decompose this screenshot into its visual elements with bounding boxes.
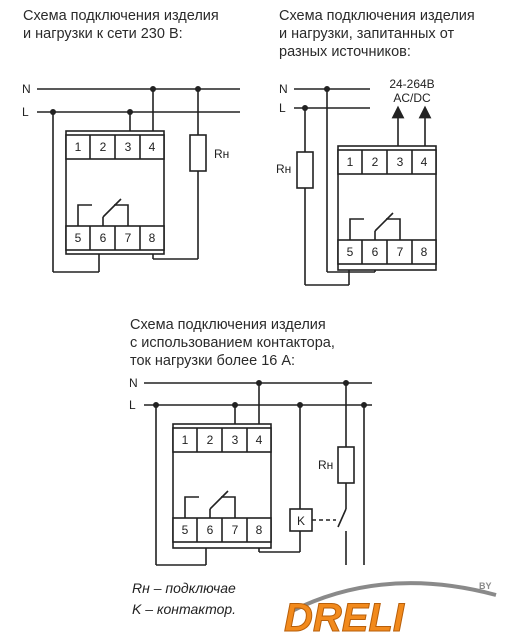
terminal-6: 6 xyxy=(372,245,379,259)
caption-diagram-1: Схема подключения изделия и нагрузки к с… xyxy=(23,7,219,43)
terminal-1: 1 xyxy=(75,140,82,154)
diagram-3: N L K Rн 1 2 3 4 xyxy=(129,376,372,566)
terminal-3: 3 xyxy=(397,155,404,169)
terminal-8: 8 xyxy=(256,523,263,537)
terminal-5: 5 xyxy=(75,231,82,245)
terminal-1: 1 xyxy=(347,155,354,169)
legend-k: K – контактор. xyxy=(132,601,237,617)
diagram-1: N L Rн 1 2 3 4 5 6 7 8 xyxy=(22,82,240,273)
resistor-rn-3 xyxy=(337,446,355,484)
caption-2-line-2: и нагрузки, запитанных от xyxy=(279,26,455,42)
caption-diagram-2: Схема подключения изделия и нагрузки, за… xyxy=(279,7,475,61)
terminal-2: 2 xyxy=(100,140,107,154)
label-n-2: N xyxy=(279,82,288,96)
caption-3-line-1: Схема подключения изделия xyxy=(130,317,326,333)
caption-3-line-3: ток нагрузки более 16 А: xyxy=(130,353,296,369)
label-l-2: L xyxy=(279,101,286,115)
logo-by: BY xyxy=(479,581,492,591)
terminal-5: 5 xyxy=(347,245,354,259)
caption-3-line-2: с использованием контактора, xyxy=(130,335,335,351)
terminal-3: 3 xyxy=(125,140,132,154)
label-n-3: N xyxy=(129,376,138,390)
caption-diagram-3: Схема подключения изделия с использовани… xyxy=(130,316,335,370)
terminal-5: 5 xyxy=(182,523,189,537)
caption-1-line-1: Схема подключения изделия xyxy=(23,8,219,24)
logo-swoosh xyxy=(291,581,497,613)
supply-voltage-label: 24-264В xyxy=(389,77,434,91)
label-rn-1: Rн xyxy=(214,147,229,161)
terminal-7: 7 xyxy=(397,245,404,259)
terminal-7: 7 xyxy=(232,523,239,537)
relay-contact-1 xyxy=(77,198,129,226)
relay-contact-2 xyxy=(349,212,401,240)
terminal-3: 3 xyxy=(232,433,239,447)
terminal-7: 7 xyxy=(125,231,132,245)
label-k: K xyxy=(297,514,305,528)
label-rn-2: Rн xyxy=(276,162,291,176)
terminal-2: 2 xyxy=(372,155,379,169)
caption-1-line-2: и нагрузки к сети 230 В: xyxy=(23,26,183,42)
contactor-contact xyxy=(337,508,347,528)
legend-rn: Rн – подключае xyxy=(132,580,236,596)
caption-2-line-1: Схема подключения изделия xyxy=(279,8,475,24)
terminal-1: 1 xyxy=(182,433,189,447)
diagram-2: N L 24-264В AC/DC Rн 1 2 3 4 5 6 7 8 xyxy=(276,77,437,286)
label-l-1: L xyxy=(22,105,29,119)
terminal-8: 8 xyxy=(421,245,428,259)
label-l-3: L xyxy=(129,398,136,412)
terminal-4: 4 xyxy=(421,155,428,169)
dreli-logo: BY DRELI xyxy=(284,581,497,637)
terminal-4: 4 xyxy=(256,433,263,447)
label-rn-3: Rн xyxy=(318,458,333,472)
label-n-1: N xyxy=(22,82,31,96)
relay-contact-3 xyxy=(184,490,236,518)
terminal-8: 8 xyxy=(149,231,156,245)
caption-2-line-3: разных источников: xyxy=(279,44,411,60)
logo-text: DRELI xyxy=(284,596,405,637)
terminal-6: 6 xyxy=(100,231,107,245)
terminal-6: 6 xyxy=(207,523,214,537)
resistor-rn-1 xyxy=(189,134,207,172)
terminal-2: 2 xyxy=(207,433,214,447)
terminal-4: 4 xyxy=(149,140,156,154)
resistor-rn-2 xyxy=(296,151,314,189)
supply-type-label: AC/DC xyxy=(393,91,431,105)
